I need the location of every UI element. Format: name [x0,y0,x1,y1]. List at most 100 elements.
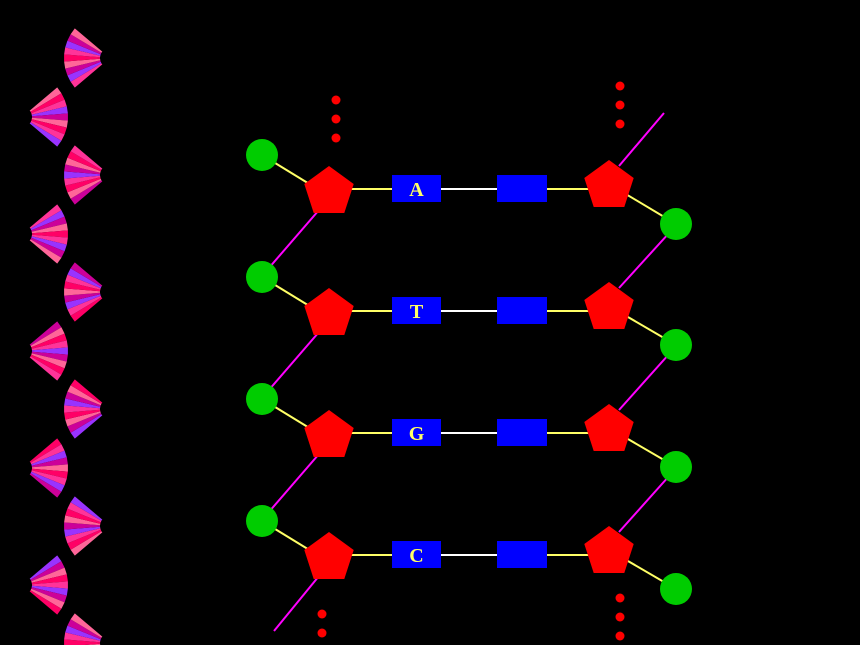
helix-segment [29,555,62,580]
helix-segment [32,347,68,355]
left-backbone-bond [267,331,320,392]
helix-segment [65,294,101,310]
helix-segment [64,522,100,530]
continuation-dot [615,81,625,91]
helix-segment [31,216,67,232]
right-base-block [497,297,547,324]
helix-segment [67,295,102,316]
helix-segment [70,531,103,556]
continuation-dot [615,100,625,110]
helix-segment [70,180,103,205]
helix-segment [65,391,101,407]
sugar-pentagon-icon [584,526,634,573]
helix-segment [29,239,62,264]
helix-segment [65,411,101,427]
helix-segment [31,567,67,583]
helix-segment [64,47,101,58]
helix-segment [64,288,100,296]
helix-segment [31,574,68,585]
phosphate-circle-icon [660,451,692,483]
helix-segment [70,414,103,439]
helix-segment [30,561,65,582]
helix-segment [67,412,102,433]
helix-segment [30,327,65,348]
helix-segment [30,237,65,258]
left-base-block [392,419,441,446]
helix-segment [30,210,65,231]
helix-segment [65,625,101,641]
helix-segment [31,468,68,479]
double-helix-ribbon [29,28,103,645]
helix-segment [70,297,103,322]
helix-segment [70,262,103,287]
base-label-left: G [409,423,425,445]
base-label-left: C [409,545,423,567]
phosphate-circle-icon [246,139,278,171]
helix-segment [31,333,67,349]
helix-segment [64,515,101,526]
helix-segment [30,93,65,114]
continuation-dots [317,81,625,641]
helix-segment [67,151,102,172]
helix-segment [29,438,62,463]
helix-segment [70,613,103,638]
right-backbone-tail [618,112,665,167]
helix-segment [65,157,101,173]
helix-segment [64,175,101,186]
phosphate-circle-icon [660,208,692,240]
helix-segment [31,470,67,486]
right-backbone-bond [618,474,671,533]
phosphate-circle-icon [246,505,278,537]
phosphate-circle-icon [246,383,278,415]
helix-segment [31,119,67,135]
helix-segment [29,204,62,229]
helix-segment [64,639,100,645]
helix-segment [64,171,100,179]
helix-segment [30,471,65,492]
helix-segment [64,405,100,413]
helix-segment [31,457,68,468]
sugar-pentagon-icon [584,282,634,329]
right-base-block [497,541,547,568]
helix-segment [70,63,103,88]
helix-segment [29,356,62,381]
helix-segment [65,274,101,290]
helix-segment [67,268,102,289]
helix-segment [32,113,68,121]
left-base-block [392,541,441,568]
helix-segment [32,464,68,472]
sugar-pentagon-icon [304,288,354,335]
continuation-dot [317,609,327,619]
helix-segment [30,444,65,465]
helix-segment [29,321,62,346]
helix-segment [67,619,102,640]
right-base-block [497,419,547,446]
helix-segment [64,398,101,409]
helix-segment [30,120,65,141]
helix-segment [31,223,68,234]
helix-segment [31,351,68,362]
left-backbone-bond [267,453,320,514]
helix-segment [29,590,62,615]
phosphate-circle-icon [660,329,692,361]
helix-segment [32,581,68,589]
continuation-dot [615,593,625,603]
helix-segment [70,145,103,170]
helix-segment [64,164,101,175]
left-backbone-tail [273,575,320,632]
helix-segment [64,526,101,537]
phosphate-circle-icon [246,261,278,293]
base-label-left: T [410,301,424,323]
base-label-left: A [409,179,424,201]
helix-segment [31,106,68,117]
helix-segment [31,353,67,369]
helix-segment [31,99,67,115]
helix-segment [65,508,101,524]
right-base-block [497,175,547,202]
left-base-block [392,297,441,324]
right-backbone-bond [618,352,671,411]
continuation-dot [615,119,625,129]
helix-segment [70,28,103,53]
helix-segment [64,292,101,303]
helix-segment [31,585,68,596]
